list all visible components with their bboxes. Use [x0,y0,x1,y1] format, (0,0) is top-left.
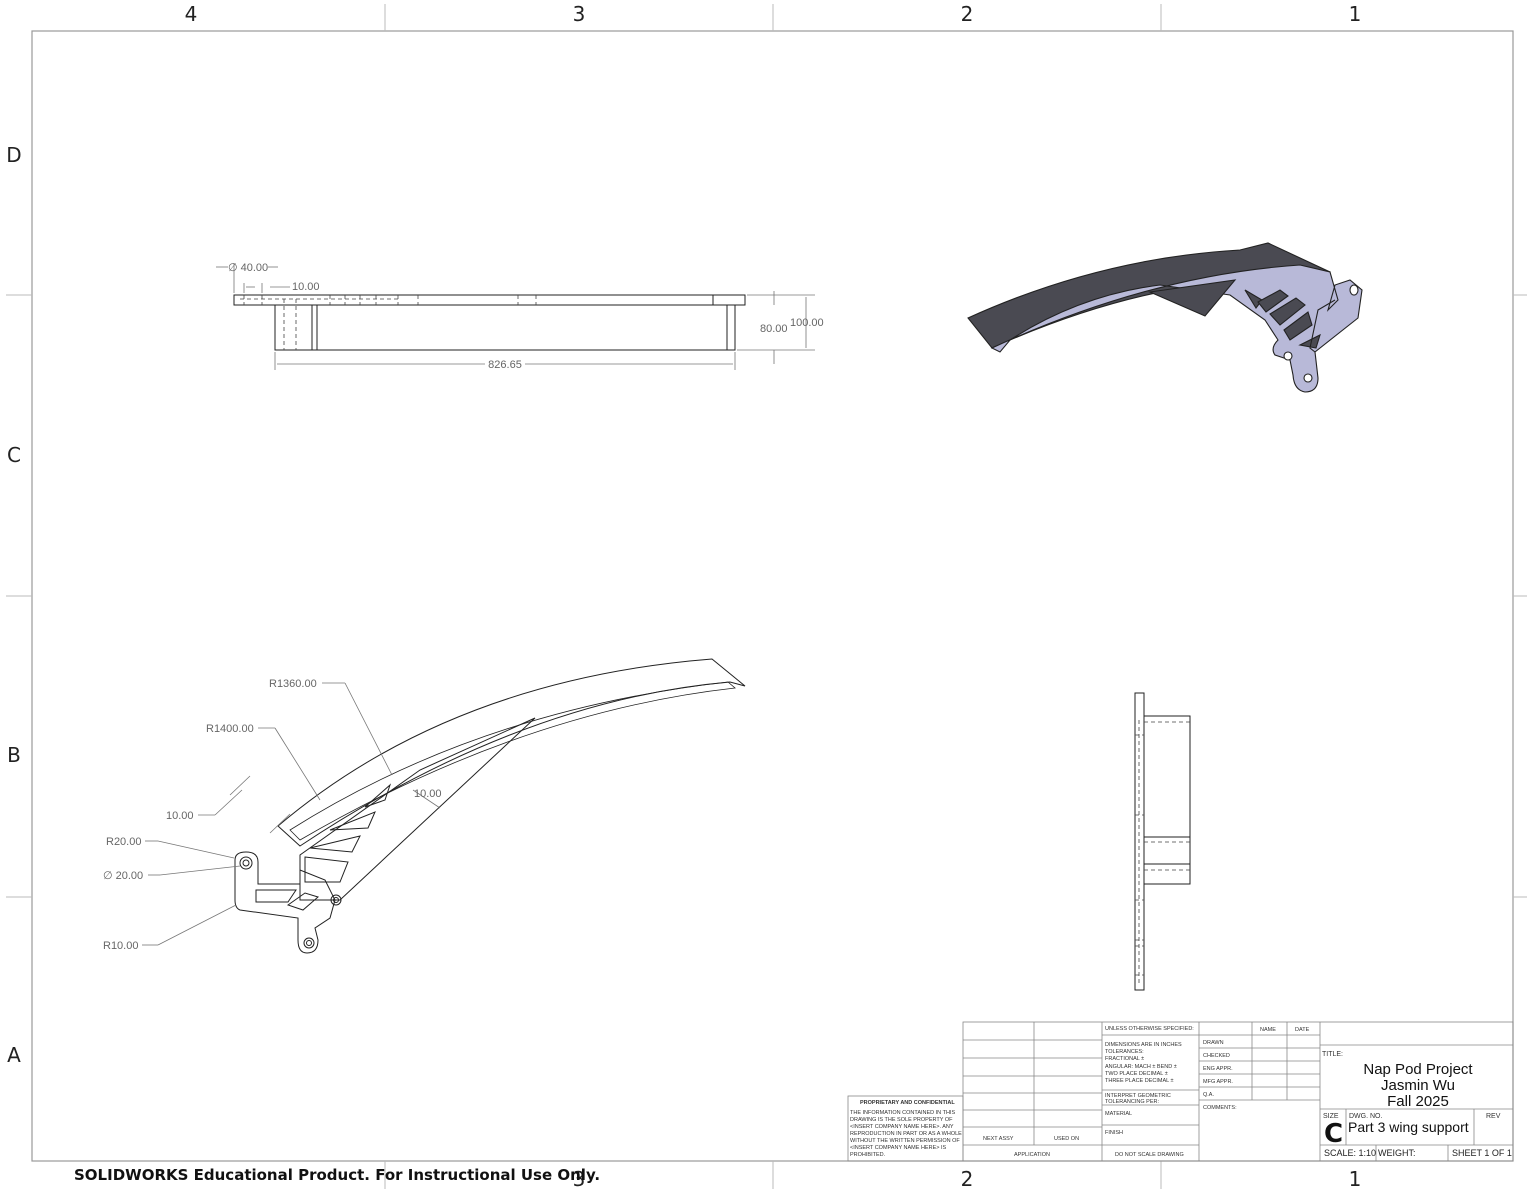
tb-size-value: C [1324,1119,1343,1149]
dim-height-80: 80.00 [760,323,788,335]
tb-application: APPLICATION [1014,1152,1050,1158]
dim-web-10: 10.00 [414,788,442,800]
tb-dims-inches: DIMENSIONS ARE IN INCHES [1105,1042,1182,1048]
tb-next-assy: NEXT ASSY [983,1136,1014,1142]
zone-col-2-bottom: 2 [961,1167,974,1189]
zone-col-1-bottom: 1 [1349,1167,1362,1189]
zone-col-2-top: 2 [961,2,974,26]
tb-three-place: THREE PLACE DECIMAL ± [1105,1078,1174,1084]
zone-row-b: B [7,743,21,767]
tb-date: DATE [1295,1027,1310,1033]
zone-col-1-top: 1 [1349,2,1362,26]
tb-proprietary-line-4: REPRODUCTION IN PART OR AS A WHOLE [850,1131,962,1137]
tb-title-line3: Fall 2025 [1387,1093,1449,1110]
tb-size-label: SIZE [1323,1113,1339,1120]
tb-dwg-no: Part 3 wing support [1348,1119,1469,1135]
dim-height-100: 100.00 [790,317,824,329]
tb-fractional: FRACTIONAL ± [1105,1056,1144,1062]
dim-thickness-10: 10.00 [292,281,320,293]
tb-used-on: USED ON [1054,1136,1079,1142]
tb-mfg-appr: MFG APPR. [1203,1079,1233,1085]
tb-drawn: DRAWN [1203,1040,1224,1046]
tb-proprietary-title: PROPRIETARY AND CONFIDENTIAL [860,1100,955,1106]
tb-unless: UNLESS OTHERWISE SPECIFIED: [1105,1026,1194,1032]
tb-material: MATERIAL [1105,1111,1132,1117]
tb-proprietary-line-5: WITHOUT THE WRITTEN PERMISSION OF [850,1138,960,1144]
zone-ticks [6,4,1527,1189]
isometric-view [967,242,1363,393]
tb-eng-appr: ENG APPR. [1203,1066,1233,1072]
tb-sheet: SHEET 1 OF 1 [1452,1148,1512,1158]
tb-finish: FINISH [1105,1130,1123,1136]
tb-weight: WEIGHT: [1378,1148,1416,1158]
tb-proprietary-line-6: <INSERT COMPANY NAME HERE> IS [850,1145,947,1151]
zone-col-4-top: 4 [185,2,198,26]
tb-checked: CHECKED [1203,1053,1230,1059]
tb-angular: ANGULAR: MACH ± BEND ± [1105,1064,1177,1070]
side-view [1134,692,1191,991]
top-view [216,263,815,370]
front-view [142,658,746,954]
zone-col-3-top: 3 [573,2,586,26]
tb-two-place: TWO PLACE DECIMAL ± [1105,1071,1168,1077]
tb-proprietary-line-7: PROHIBITED. [850,1152,886,1158]
dim-r1400: R1400.00 [206,723,254,735]
dim-r10: R10.00 [103,940,138,952]
tb-proprietary-line-1: THE INFORMATION CONTAINED IN THIS [850,1110,955,1116]
zone-col-3-bottom: 3 [573,1167,586,1189]
tb-qa: Q.A. [1203,1092,1214,1098]
tb-name: NAME [1260,1027,1276,1033]
tb-scale: SCALE: 1:10 [1324,1148,1376,1158]
tb-proprietary-line-3: <INSERT COMPANY NAME HERE>. ANY [850,1124,954,1130]
drawing-border [31,30,1514,1162]
dim-d20: ∅ 20.00 [103,870,143,882]
tb-title-line1: Nap Pod Project [1363,1061,1473,1078]
zone-row-c: C [7,443,21,467]
zone-row-d: D [6,143,21,167]
tb-interpret: INTERPRET GEOMETRIC [1105,1093,1171,1099]
title-block-lines [847,1021,1514,1162]
tb-do-not-scale: DO NOT SCALE DRAWING [1115,1152,1184,1158]
tb-dwg-no-label: DWG. NO. [1349,1113,1382,1120]
tb-title-line2: Jasmin Wu [1381,1077,1455,1094]
dim-length: 826.65 [488,359,522,371]
tb-title-label: TITLE: [1322,1051,1343,1058]
dim-r1360: R1360.00 [269,678,317,690]
tb-proprietary-line-2: DRAWING IS THE SOLE PROPERTY OF [850,1117,953,1123]
zone-row-a: A [7,1043,21,1067]
educational-watermark: SOLIDWORKS Educational Product. For Inst… [74,1166,601,1184]
tb-rev-label: REV [1486,1113,1501,1120]
dim-slot-10: 10.00 [166,810,194,822]
tb-comments: COMMENTS: [1203,1105,1237,1111]
tb-tolerances: TOLERANCES: [1105,1049,1144,1055]
dim-diameter-40: ∅ 40.00 [228,262,268,274]
tb-tolerancing: TOLERANCING PER: [1105,1099,1159,1105]
dim-r20: R20.00 [106,836,141,848]
